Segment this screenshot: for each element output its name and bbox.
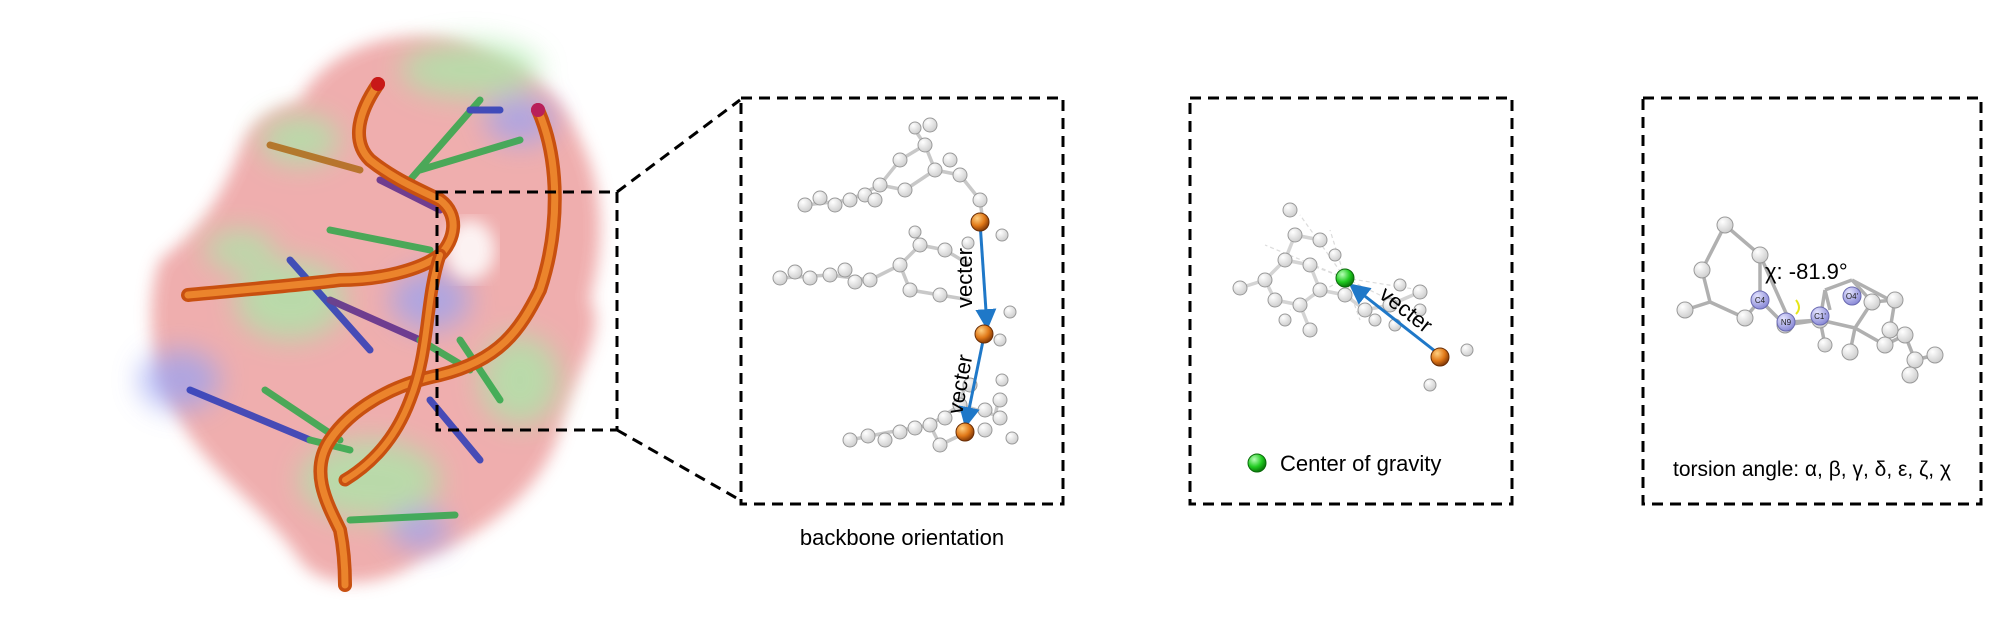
center-of-gravity-point	[1335, 268, 1355, 288]
gravity-nucleotide-atoms	[1232, 202, 1474, 392]
torsion-arc-marker	[1795, 299, 1800, 315]
phosphorus-atom	[970, 212, 990, 232]
backbone-vector-label-2: vecter	[942, 353, 977, 416]
backbone-vector-label-1: vecter	[952, 248, 977, 308]
backbone-vector-2	[959, 335, 986, 429]
backbone-caption: backbone orientation	[800, 525, 1004, 550]
center-of-gravity-legend-icon	[1247, 453, 1267, 473]
atom-n9	[1776, 312, 1796, 332]
backbone-vector-arrows	[955, 212, 997, 442]
atom-label-c4: C4	[1755, 296, 1766, 305]
gravity-vector	[1335, 268, 1450, 367]
center-of-gravity-legend-label: Center of gravity	[1280, 451, 1441, 476]
atom-label-n9: N9	[1781, 318, 1792, 327]
phosphorus-atom	[1430, 347, 1450, 367]
zoom-box	[435, 98, 741, 502]
atom-label-o4-prime: O4'	[1846, 292, 1859, 301]
phosphorus-atom	[974, 324, 994, 344]
torsion-nucleotide-atoms: C4 N9 C1' O4'	[1676, 216, 1944, 384]
torsion-panel-frame	[1641, 96, 1983, 506]
backbone-vector-1	[975, 221, 997, 331]
phosphorus-atom	[955, 422, 975, 442]
rna-backbone-cartoon	[181, 77, 562, 592]
backbone-panel-frame	[739, 96, 1065, 506]
gravity-panel-frame	[1188, 96, 1514, 506]
backbone-nucleotide-atoms	[772, 117, 1019, 453]
atom-o4-prime	[1842, 286, 1862, 306]
atom-c4	[1750, 290, 1770, 310]
chi-torsion-value: χ: -81.9°	[1765, 259, 1848, 284]
atom-label-c1-prime: C1'	[1814, 312, 1826, 321]
atom-c1-prime	[1810, 306, 1830, 326]
torsion-caption: torsion angle: α, β, γ, δ, ε, ζ, χ	[1673, 458, 1951, 481]
